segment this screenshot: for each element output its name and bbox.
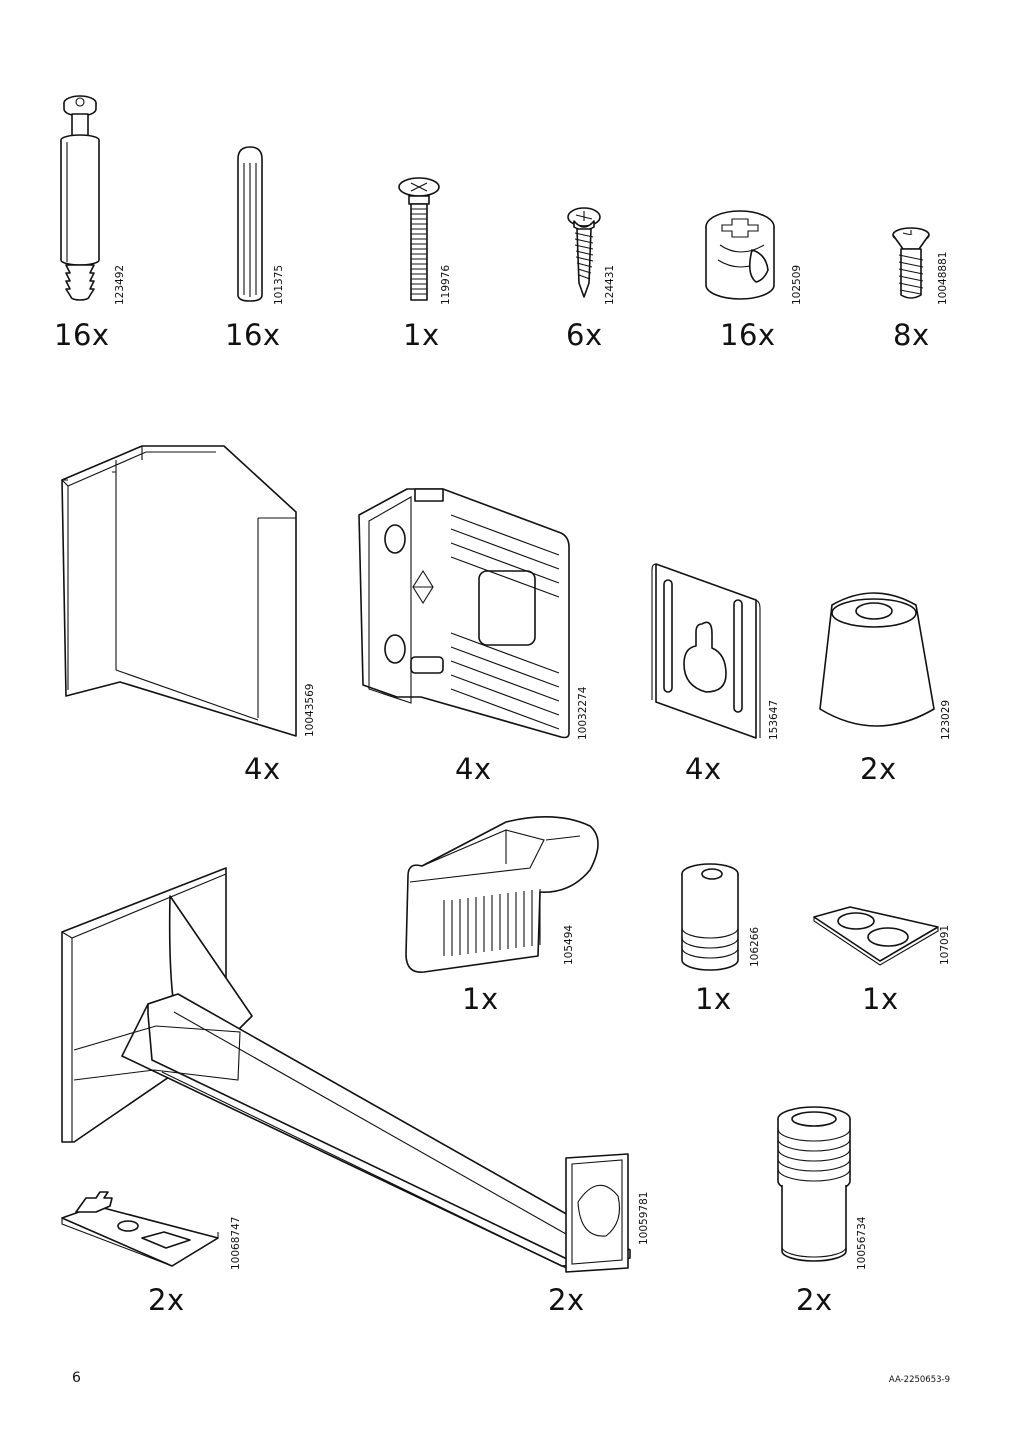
- part-machine-screw: 119976: [395, 175, 455, 305]
- quantity-label: 1x: [862, 982, 899, 1016]
- part-keyhole-plate: 153647: [650, 560, 785, 745]
- part-cam-bolt: 123492: [50, 90, 126, 305]
- machine-screw-icon: [395, 175, 455, 305]
- part-countersunk-screw: 10048881: [885, 225, 955, 305]
- quantity-label: 16x: [720, 318, 776, 352]
- quantity-label: 4x: [455, 752, 492, 786]
- quantity-label: 8x: [893, 318, 930, 352]
- quantity-label: 1x: [403, 318, 440, 352]
- page-number: 6: [72, 1370, 81, 1386]
- part-code: 119976: [440, 264, 452, 305]
- wooden-dowel-icon: [235, 145, 285, 305]
- bumper-pads-icon: [812, 905, 962, 970]
- pan-head-screw-icon: [562, 205, 622, 305]
- part-bumper-pads: 107091: [812, 905, 962, 970]
- part-code: 10032274: [577, 686, 589, 740]
- adjustable-leg-icon: [770, 1105, 880, 1275]
- part-adjustable-leg: 10056734: [770, 1105, 880, 1275]
- quantity-label: 2x: [860, 752, 897, 786]
- rubber-foot-icon: [818, 595, 958, 745]
- part-wall-arm-bracket: 10059781: [58, 862, 658, 1272]
- part-code: 123492: [114, 264, 126, 305]
- cam-lock-nut-icon: [700, 205, 810, 305]
- part-code: 10059781: [638, 1191, 650, 1245]
- countersunk-screw-icon: [885, 225, 955, 305]
- part-pan-head-screw: 124431: [562, 205, 622, 305]
- part-code: 153647: [768, 699, 780, 740]
- wall-arm-bracket-icon: [58, 862, 658, 1272]
- quantity-label: 6x: [566, 318, 603, 352]
- mounting-plate-icon: [58, 1188, 248, 1268]
- quantity-label: 2x: [796, 1283, 833, 1317]
- part-plastic-bracket: 10032274: [355, 485, 595, 745]
- part-wedge-clip: 105494: [400, 820, 600, 970]
- part-code: 10068747: [230, 1216, 242, 1270]
- part-code: 10043569: [304, 683, 316, 737]
- quantity-label: 4x: [244, 752, 281, 786]
- part-code: 10056734: [856, 1216, 868, 1270]
- threaded-sleeve-icon: [678, 862, 768, 972]
- part-cam-lock-nut: 102509: [700, 205, 810, 305]
- quantity-label: 4x: [685, 752, 722, 786]
- quantity-label: 2x: [148, 1283, 185, 1317]
- part-threaded-sleeve: 106266: [678, 862, 768, 972]
- part-code: 107091: [939, 924, 951, 965]
- corner-bracket-icon: [58, 442, 320, 742]
- part-code: 10048881: [937, 251, 949, 305]
- plastic-bracket-icon: [355, 485, 595, 745]
- part-code: 106266: [749, 926, 761, 967]
- part-code: 123029: [940, 699, 952, 740]
- keyhole-plate-icon: [650, 560, 785, 745]
- part-code: 124431: [604, 264, 616, 305]
- quantity-label: 1x: [695, 982, 732, 1016]
- cam-bolt-icon: [50, 90, 110, 305]
- part-rubber-foot: 123029: [818, 595, 958, 745]
- quantity-label: 16x: [225, 318, 281, 352]
- quantity-label: 16x: [54, 318, 110, 352]
- part-code: 101375: [273, 264, 285, 305]
- part-wooden-dowel: 101375: [235, 145, 285, 305]
- part-code: 102509: [791, 264, 803, 305]
- part-mounting-plate: 10068747: [58, 1188, 248, 1270]
- part-corner-bracket: 10043569: [58, 442, 320, 742]
- quantity-label: 2x: [548, 1283, 585, 1317]
- wedge-clip-icon: [400, 820, 600, 970]
- document-reference: AA-2250653-9: [888, 1375, 950, 1385]
- quantity-label: 1x: [462, 982, 499, 1016]
